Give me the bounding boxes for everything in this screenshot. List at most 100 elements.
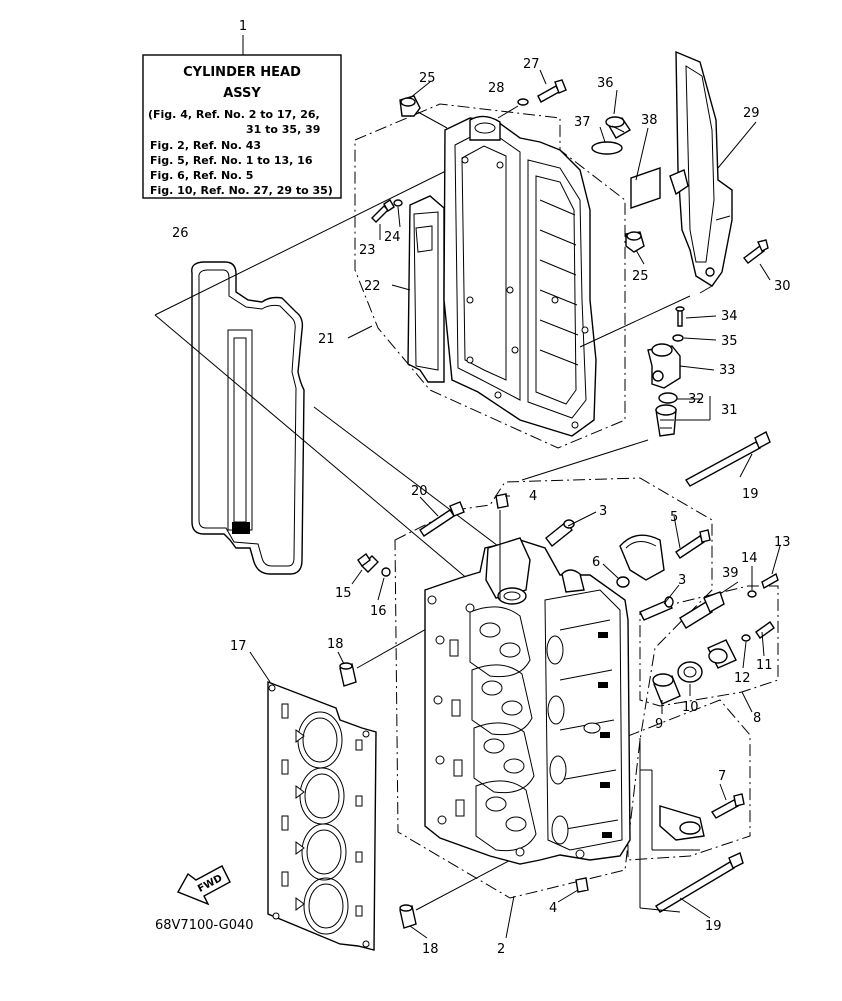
part-19-bolt-upper [684,431,771,487]
part-16-washer [381,567,391,577]
part-8-housing [707,639,737,669]
title-box-title: CYLINDER HEAD [183,65,301,80]
part-25-plug-upper [399,95,448,129]
title-box-subtitle: ASSY [223,86,261,101]
callout-29: 29 [743,106,760,121]
part-28-washer [517,98,529,106]
part-36-oil-filler-cap [605,116,631,139]
title-box-ref-6: Fig. 10, Ref. No. 27, 29 to 35) [150,184,333,197]
part-20-bolt [419,501,465,537]
drawing-code: 68V7100-G040 [155,918,254,933]
title-box-ref-1: (Fig. 4, Ref. No. 2 to 17, 26, [148,108,320,121]
part-3-dowel-upper [545,519,575,547]
part-18-dowel-lower [399,904,417,929]
part-23-bolt [371,199,395,223]
callout-16: 16 [370,604,387,619]
callout-28: 28 [488,81,505,96]
callout-25a: 25 [419,71,436,86]
part-2-cylinder-head [424,537,631,865]
callout-12: 12 [734,671,751,686]
callout-8: 8 [753,711,761,726]
part-13-bolt [761,572,779,590]
callout-1: 1 [239,19,247,34]
title-box-ref-5: Fig. 6, Ref. No. 5 [150,169,253,182]
title-box-ref-2: 31 to 35, 39 [246,123,320,136]
callout-17: 17 [230,639,247,654]
callout-4a: 4 [529,489,537,504]
part-29-bracket [669,50,733,287]
callout-5: 5 [670,510,678,525]
part-38-label-plate [630,167,661,209]
part-25-plug-right [625,231,645,253]
callout-3b: 3 [678,573,686,588]
callout-11: 11 [756,658,773,673]
callout-36: 36 [597,76,614,91]
head-assembly-outline [394,477,713,899]
part-35-washer [672,334,684,342]
part-4-plug-lower [575,877,589,893]
oil-seal-group-outline [639,585,779,707]
part-12-washer [741,634,751,642]
callout-27: 27 [523,57,540,72]
part-32-gasket [658,392,678,404]
callout-38: 38 [641,113,658,128]
title-box: 1 CYLINDER HEAD ASSY (Fig. 4, Ref. No. 2… [142,19,342,199]
part-7-bracket [659,793,745,841]
callout-25b: 25 [632,269,649,284]
callout-2: 2 [497,942,505,957]
part-6-plug [616,576,630,588]
lower-group-outline [627,699,751,861]
callout-22: 22 [364,279,381,294]
callout-19b: 19 [705,919,722,934]
part-31-thermostat [655,404,677,437]
callout-34: 34 [721,309,738,324]
part-14-washer [747,590,757,598]
callout-23: 23 [359,243,376,258]
callout-3a: 3 [599,504,607,519]
callout-13: 13 [774,535,791,550]
callout-18b: 18 [422,942,439,957]
callout-26: 26 [172,226,189,241]
part-3-dowel-lower [639,596,674,621]
part-27-bolt [537,79,567,103]
callout-7: 7 [718,769,726,784]
callout-35: 35 [721,334,738,349]
callout-33: 33 [719,363,736,378]
part-30-bolt [743,239,769,264]
part-26-cover-gasket [191,261,305,575]
part-34-bolt [675,306,685,327]
part-17-head-gasket [267,680,377,951]
callout-39: 39 [722,566,739,581]
callout-10: 10 [682,700,699,715]
callout-14: 14 [741,551,758,566]
part-5-bracket [619,529,711,581]
callout-15: 15 [335,586,352,601]
callout-9: 9 [655,717,663,732]
part-39-sensor [679,591,725,629]
callout-4b: 4 [549,901,557,916]
fwd-arrow-icon: FWD [177,865,231,906]
callout-20: 20 [411,484,428,499]
part-15-bolt [357,552,379,573]
part-24-washer [393,199,403,207]
part-11-bolt [755,621,775,639]
callout-19a: 19 [742,487,759,502]
part-9-collar [652,673,681,705]
callout-32: 32 [688,392,705,407]
callout-30: 30 [774,279,791,294]
callout-21: 21 [318,332,335,347]
title-box-ref-3: Fig. 2, Ref. No. 43 [150,139,261,152]
callout-6: 6 [592,555,600,570]
part-21-cylinder-head-cover [443,115,597,437]
title-box-ref-4: Fig. 5, Ref. No. 1 to 13, 16 [150,154,313,167]
part-10-oil-seal [677,661,703,683]
callout-31: 31 [721,403,738,418]
callout-37: 37 [574,115,591,130]
part-33-sensor [647,343,681,389]
part-37-o-ring [591,141,623,155]
callout-24: 24 [384,230,401,245]
callout-18a: 18 [327,637,344,652]
part-22-cover-gasket-strip [407,195,445,383]
cover-assembly-outline [354,103,626,449]
